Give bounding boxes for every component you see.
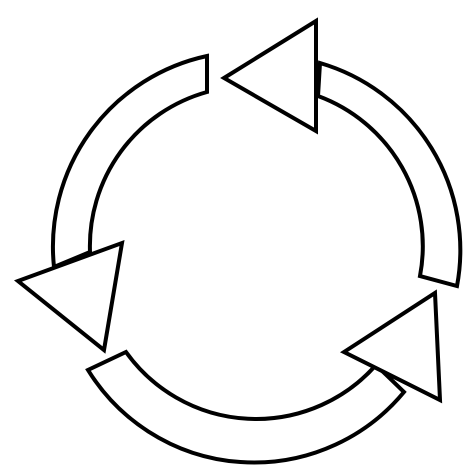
arrow-arc-bottom bbox=[85, 349, 407, 465]
arrow-arc-right bbox=[315, 60, 463, 289]
arrowhead-left bbox=[13, 239, 125, 354]
arrow-arc-left bbox=[50, 53, 209, 270]
arrowhead-bottom-right bbox=[339, 289, 443, 404]
arrowhead-top bbox=[220, 17, 318, 135]
